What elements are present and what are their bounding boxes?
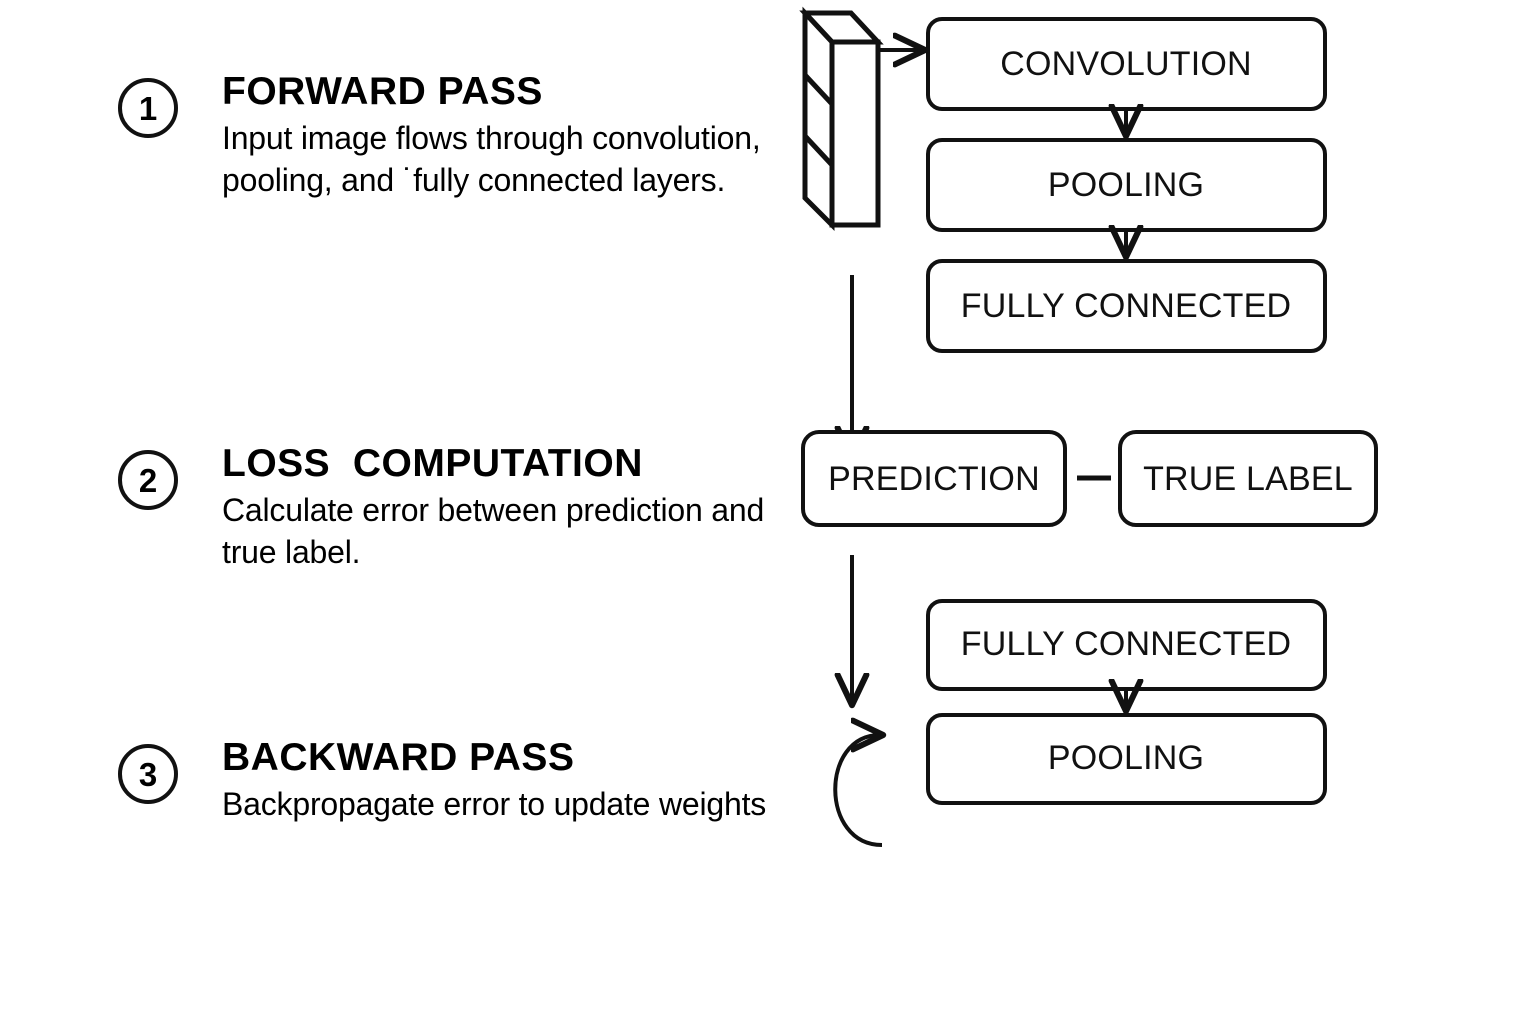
node-label-prediction: PREDICTION <box>828 460 1040 498</box>
node-pooling-forward: POOLING <box>926 138 1327 232</box>
step-number-2: 2 <box>138 461 158 499</box>
steps-list: 1 FORWARD PASS Input image flows through… <box>118 72 766 822</box>
step-item-loss-computation: 2 LOSS COMPUTATION Calculate error betwe… <box>118 444 802 574</box>
flow-diagram: CONVOLUTION POOLING FULLY CONNECTED PRED… <box>780 0 1536 1024</box>
node-fully-connected-backward: FULLY CONNECTED <box>926 599 1327 691</box>
step-number-3: 3 <box>138 755 158 793</box>
node-label-convolution: CONVOLUTION <box>1000 45 1252 83</box>
step-title-2: LOSS COMPUTATION <box>222 442 643 485</box>
input-image-cube-icon <box>799 6 884 232</box>
step-number-badge-3: 3 <box>118 744 178 804</box>
node-label-fully-connected-backward: FULLY CONNECTED <box>961 625 1291 663</box>
node-fully-connected-forward: FULLY CONNECTED <box>926 259 1327 353</box>
node-prediction: PREDICTION <box>801 430 1067 527</box>
step-number-badge-1: 1 <box>118 78 178 138</box>
node-label-pooling-backward: POOLING <box>1048 739 1204 777</box>
step-title-1: FORWARD PASS <box>222 70 543 113</box>
node-label-pooling-forward: POOLING <box>1048 166 1204 204</box>
node-label-fully-connected-forward: FULLY CONNECTED <box>961 287 1291 325</box>
step-item-forward-pass: 1 FORWARD PASS Input image flows through… <box>118 72 802 202</box>
step-title-3: BACKWARD PASS <box>222 736 575 779</box>
node-label-true-label: TRUE LABEL <box>1143 460 1353 498</box>
step-description-1: Input image flows through convolution, p… <box>222 119 761 198</box>
edge-backpropagation-loop <box>833 735 882 847</box>
step-body-2: LOSS COMPUTATION Calculate error between… <box>222 444 802 574</box>
step-number-badge-2: 2 <box>118 450 178 510</box>
node-convolution: CONVOLUTION <box>926 17 1327 111</box>
step-body-3: BACKWARD PASS Backpropagate error to upd… <box>222 738 802 826</box>
step-description-2: Calculate error between prediction and t… <box>222 491 765 570</box>
node-pooling-backward: POOLING <box>926 713 1327 805</box>
step-number-1: 1 <box>138 89 158 127</box>
step-body-1: FORWARD PASS Input image flows through c… <box>222 72 802 202</box>
step-item-backward-pass: 3 BACKWARD PASS Backpropagate error to u… <box>118 738 802 826</box>
step-description-3: Backpropagate error to update weights <box>222 785 767 822</box>
node-true-label: TRUE LABEL <box>1118 430 1378 527</box>
